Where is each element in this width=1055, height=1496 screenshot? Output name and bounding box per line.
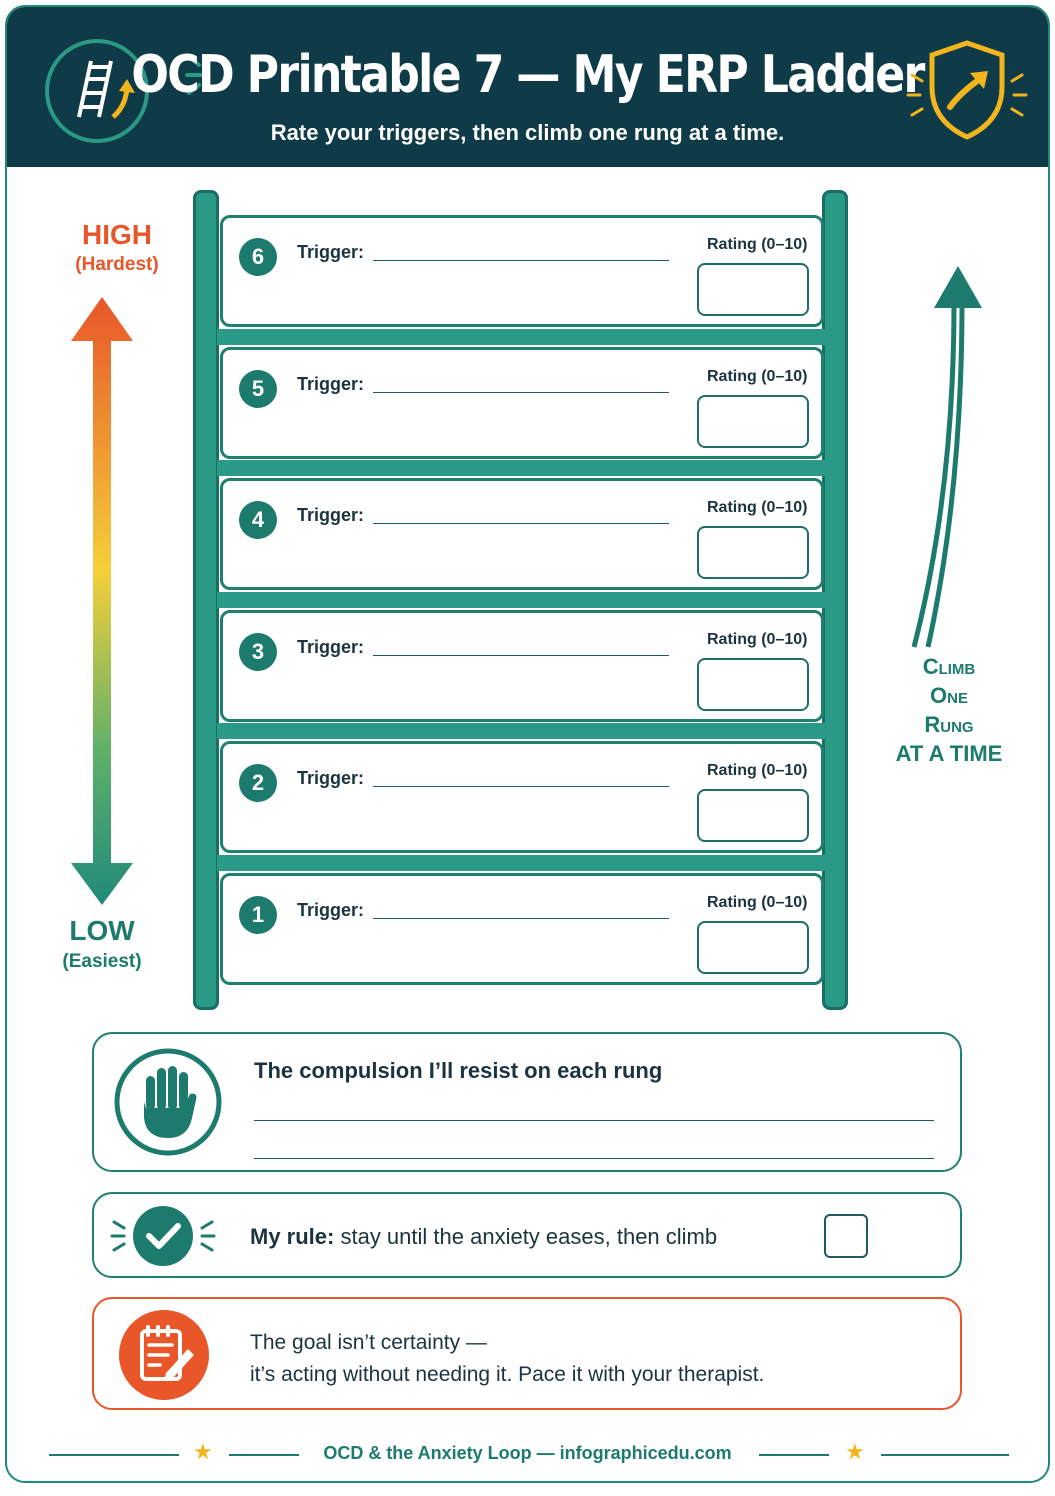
difficulty-gradient-arrow-icon (71, 297, 133, 905)
trigger-label: Trigger: (297, 768, 365, 788)
footer-divider (759, 1454, 829, 1456)
trigger-label: Trigger: (297, 637, 365, 657)
trigger-write-line[interactable] (373, 655, 669, 656)
ladder-icon (45, 39, 149, 143)
ladder-crossbar (217, 329, 827, 345)
compulsion-write-line[interactable] (254, 1158, 934, 1159)
scale-high-sublabel: (Hardest) (75, 254, 159, 275)
ladder-rung: 3 Trigger: Rating (0–10) (220, 610, 824, 722)
ladder-crossbar (217, 592, 827, 608)
rung-number-badge: 5 (239, 370, 277, 408)
rule-checkbox[interactable] (824, 1214, 868, 1258)
ladder-rung: 4 Trigger: Rating (0–10) (220, 478, 824, 590)
compulsion-write-line[interactable] (254, 1120, 934, 1121)
header-banner: OCD Printable 7 — My ERP Ladder Rate you… (7, 7, 1048, 167)
ladder-rail-left (193, 190, 219, 1010)
worksheet-page: OCD Printable 7 — My ERP Ladder Rate you… (5, 5, 1050, 1483)
footer-divider (229, 1454, 299, 1456)
footer-text: OCD & the Anxiety Loop — infographicedu.… (323, 1443, 732, 1463)
compulsion-card: The compulsion I’ll resist on each rung (92, 1032, 962, 1172)
rating-label: Rating (0–10) (707, 631, 808, 648)
trigger-label: Trigger: (297, 242, 365, 262)
ladder-rung: 5 Trigger: Rating (0–10) (220, 347, 824, 459)
ladder-crossbar (217, 855, 827, 871)
rule-body: stay until the anxiety eases, then climb (334, 1224, 718, 1249)
climb-arrow-icon (911, 266, 982, 648)
scale-low-label: LOW (69, 915, 135, 946)
rung-number-badge: 3 (239, 633, 277, 671)
climb-caption-line: Rung (924, 712, 974, 737)
rating-label: Rating (0–10) (707, 894, 808, 911)
scale-high-label: HIGH (82, 219, 152, 250)
notepad-pencil-icon (119, 1310, 209, 1400)
trigger-write-line[interactable] (373, 918, 669, 919)
footer-divider (49, 1454, 179, 1456)
compulsion-title: The compulsion I’ll resist on each rung (254, 1058, 663, 1083)
rule-bold-label: My rule: (250, 1224, 335, 1249)
rung-number-badge: 6 (239, 238, 277, 276)
trigger-label: Trigger: (297, 505, 365, 525)
rating-input-box[interactable] (697, 789, 809, 842)
ladder-crossbar (217, 723, 827, 739)
rating-input-box[interactable] (697, 658, 809, 711)
rating-input-box[interactable] (697, 263, 809, 316)
rating-label: Rating (0–10) (707, 762, 808, 779)
stop-hand-icon (114, 1048, 222, 1156)
scale-low-sublabel: (Easiest) (62, 951, 142, 972)
rung-number-badge: 1 (239, 896, 277, 934)
trigger-write-line[interactable] (373, 260, 669, 261)
rating-input-box[interactable] (697, 526, 809, 579)
rule-text: My rule: stay until the anxiety eases, t… (250, 1224, 717, 1250)
trigger-label: Trigger: (297, 374, 365, 394)
footer-divider (881, 1454, 1009, 1456)
goal-card: The goal isn’t certainty — it’s acting w… (92, 1297, 962, 1410)
rating-label: Rating (0–10) (707, 499, 808, 516)
climb-caption-line: One (930, 683, 968, 708)
check-circle-icon (110, 1206, 216, 1266)
rule-card: My rule: stay until the anxiety eases, t… (92, 1192, 962, 1278)
goal-text: The goal isn’t certainty — it’s acting w… (250, 1327, 764, 1391)
climb-caption-line: at a time (895, 741, 1003, 766)
trigger-write-line[interactable] (373, 523, 669, 524)
page-subtitle: Rate your triggers, then climb one rung … (270, 120, 785, 145)
rating-input-box[interactable] (697, 395, 809, 448)
rung-number-badge: 4 (239, 501, 277, 539)
ladder-rung: 1 Trigger: Rating (0–10) (220, 873, 824, 985)
ladder-crossbar (217, 460, 827, 476)
ladder-rung: 2 Trigger: Rating (0–10) (220, 741, 824, 853)
page-title: OCD Printable 7 — My ERP Ladder (131, 45, 925, 105)
trigger-label: Trigger: (297, 900, 365, 920)
rating-input-box[interactable] (697, 921, 809, 974)
climb-caption-line: Climb (922, 654, 976, 679)
rating-label: Rating (0–10) (707, 368, 808, 385)
climb-caption: Climb One Rung at a time (879, 652, 1019, 768)
star-icon: ★ (845, 1439, 865, 1464)
trigger-write-line[interactable] (373, 786, 669, 787)
goal-line-1: The goal isn’t certainty — (250, 1331, 487, 1354)
goal-line-2: it’s acting without needing it. Pace it … (250, 1363, 765, 1386)
rating-label: Rating (0–10) (707, 236, 808, 253)
ladder-rung: 6 Trigger: Rating (0–10) (220, 215, 824, 327)
sparkle-lines-icon (185, 55, 205, 95)
trigger-write-line[interactable] (373, 392, 669, 393)
rung-number-badge: 2 (239, 764, 277, 802)
star-icon: ★ (193, 1439, 213, 1464)
footer: ★ OCD & the Anxiety Loop — infographiced… (7, 1437, 1048, 1467)
shield-arrow-icon (906, 40, 1028, 140)
